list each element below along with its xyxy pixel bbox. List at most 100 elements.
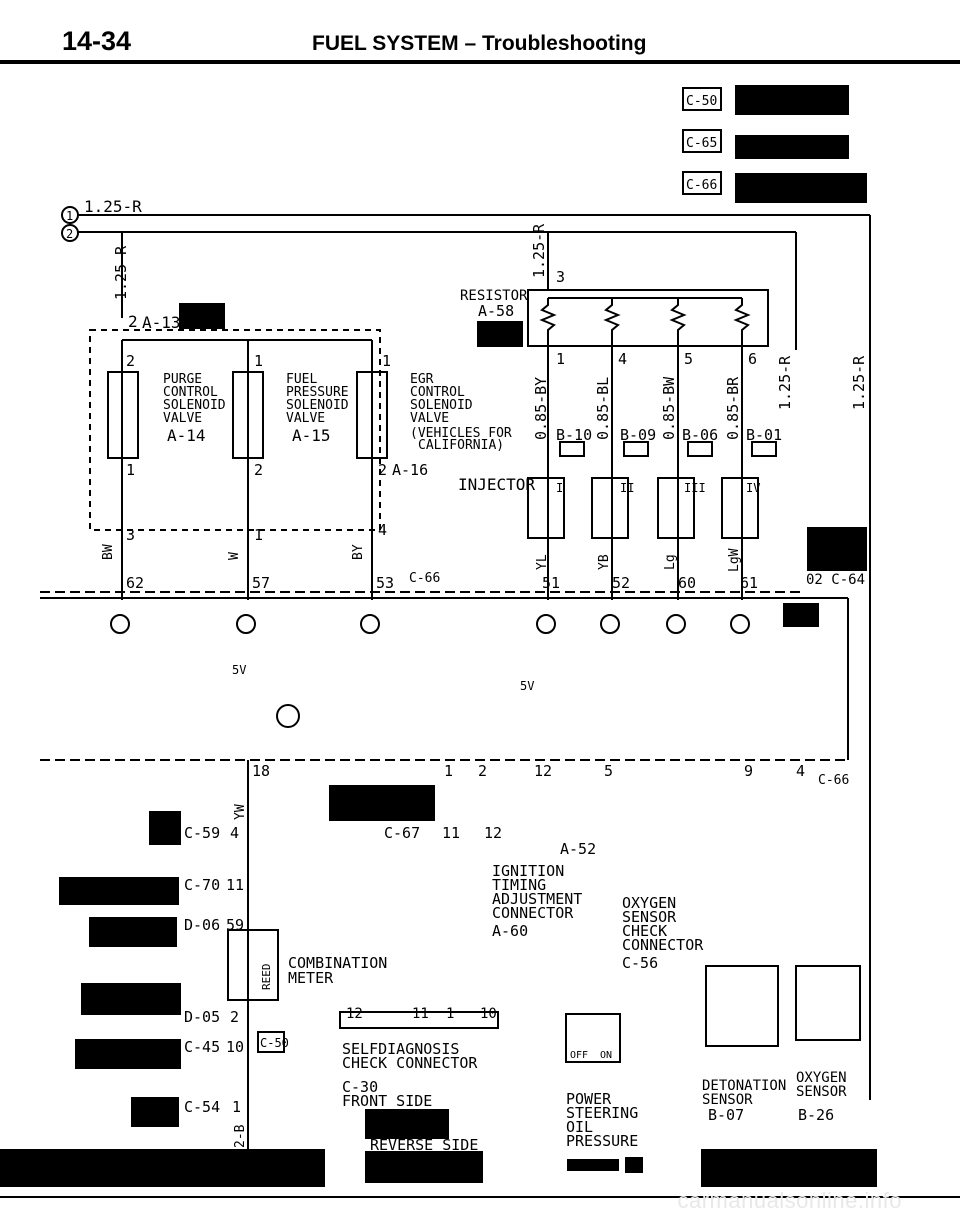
injector-label: INJECTOR xyxy=(458,475,535,494)
fuel-pin1: 1 xyxy=(254,352,263,370)
b10-label: B-10 xyxy=(556,426,592,444)
inj-roman-3: III xyxy=(684,481,706,495)
self-l1: SELFDIAGNOSIS xyxy=(342,1040,459,1058)
b09-label: B-09 xyxy=(620,426,656,444)
pin-a2: 2 xyxy=(128,312,138,331)
o2-l2: SENSOR xyxy=(796,1084,847,1100)
c65-top-label: C-65 xyxy=(686,136,717,151)
wire-125r-far: 1.25-R xyxy=(850,355,868,410)
ps-on: ON xyxy=(600,1050,612,1061)
d06-label: D-06 xyxy=(184,916,220,934)
circle-2 xyxy=(61,224,79,242)
power-source-box xyxy=(783,603,819,627)
purge-l3: SOLENOID xyxy=(163,398,226,413)
a52-label: A-52 xyxy=(560,840,596,858)
resistor-pin3: 3 xyxy=(556,268,565,286)
res-pin5: 5 xyxy=(684,350,693,368)
page-number: 14-34 xyxy=(62,26,132,56)
purge-pin3: 3 xyxy=(126,526,135,544)
wire-085by: 0.85-BY xyxy=(532,377,550,440)
circle-1-label: 1 xyxy=(66,209,73,223)
pin-12: 12 xyxy=(534,762,552,780)
ps-l2: STEERING xyxy=(566,1104,638,1122)
connector-c50-icon: C-50 xyxy=(682,85,849,115)
fuel-pin2: 2 xyxy=(254,461,263,479)
det-l2: SENSOR xyxy=(702,1092,753,1108)
wire-yw: YW xyxy=(233,804,248,820)
ign-l4: CONNECTOR xyxy=(492,904,574,922)
self-pin11: 11 xyxy=(412,1006,429,1022)
pin-5: 5 xyxy=(604,762,613,780)
wire-w: W xyxy=(227,552,242,560)
reverse-side-label: REVERSE SIDE xyxy=(370,1136,478,1154)
c59-label: C-59 xyxy=(184,824,220,842)
fuel-l1: FUEL xyxy=(286,372,317,387)
wire-lgw: LgW xyxy=(727,548,742,572)
transistor-symbol xyxy=(276,704,300,728)
b07-label: B-07 xyxy=(708,1106,744,1124)
res-pin1: 1 xyxy=(556,350,565,368)
pin-10: 10 xyxy=(226,1038,244,1056)
o2c-l2: SENSOR xyxy=(622,908,677,926)
wire-125r-left: 1.25-R xyxy=(112,245,130,300)
bottom-bar-left xyxy=(0,1149,325,1187)
wire-125r-right: 1.25-R xyxy=(776,355,794,410)
egr-coil xyxy=(356,371,388,459)
solenoid-group-outline xyxy=(89,329,381,531)
c45-label: C-45 xyxy=(184,1038,220,1056)
pin-62: 62 xyxy=(126,574,144,592)
inj-roman-2: II xyxy=(620,481,634,495)
self-pin10: 10 xyxy=(480,1006,497,1022)
ign-l2: TIMING xyxy=(492,876,546,894)
b01-label: B-01 xyxy=(746,426,782,444)
c67-connector xyxy=(329,785,435,821)
injector-3 xyxy=(657,477,695,539)
egr-l4: VALVE xyxy=(410,411,449,426)
c66-top-label: C-66 xyxy=(686,178,717,193)
pin-60: 60 xyxy=(678,574,696,592)
bottom-bar-mid xyxy=(365,1151,483,1183)
v5-label-b: 5V xyxy=(520,679,534,693)
pin-1b: 1 xyxy=(444,762,453,780)
c64-label: 02 C-64 xyxy=(806,572,865,588)
injector-2 xyxy=(591,477,629,539)
bottom-bar-right xyxy=(701,1149,877,1187)
wire-lg: Lg xyxy=(663,554,678,570)
ign-l3: ADJUSTMENT xyxy=(492,890,582,908)
self-pin12: 12 xyxy=(346,1006,363,1022)
c30-connector xyxy=(365,1109,449,1139)
connector-c65-icon: C-65 xyxy=(682,129,849,159)
injector-4 xyxy=(721,477,759,539)
c54-label: C-54 xyxy=(184,1098,220,1116)
wire-yb: YB xyxy=(597,554,612,570)
injector-1 xyxy=(527,477,565,539)
egr-pin1: 1 xyxy=(382,352,391,370)
ign-l1: IGNITION xyxy=(492,862,564,880)
o2c-l4: CONNECTOR xyxy=(622,936,704,954)
c67-label: C-67 xyxy=(384,824,420,842)
o2-l1: OXYGEN xyxy=(796,1070,847,1086)
ps-l3: OIL xyxy=(566,1118,593,1136)
a13-connector xyxy=(179,303,225,329)
c30-label: C-30 xyxy=(342,1078,378,1096)
wire-125r-mid: 1.25-R xyxy=(530,223,548,278)
circle-2-label: 2 xyxy=(66,227,73,241)
pin-4b: 4 xyxy=(796,762,805,780)
wire-085bw: 0.85-BW xyxy=(660,376,678,440)
inj-roman-1: I xyxy=(556,481,563,495)
c64-connector xyxy=(807,527,867,571)
self-diag-block xyxy=(339,1011,499,1029)
egr-pin4: 4 xyxy=(378,521,387,539)
b10-connector xyxy=(559,441,585,457)
c45-connector xyxy=(75,1039,181,1069)
egr-l2: CONTROL xyxy=(410,385,465,400)
egr-pin2: 2 xyxy=(378,461,387,479)
purge-coil xyxy=(107,371,139,459)
oxygen-sensor-box xyxy=(795,965,861,1041)
c54-pin: 1 xyxy=(232,1098,241,1116)
a14-label: A-14 xyxy=(167,426,206,445)
c59-connector xyxy=(149,811,181,845)
wire-bw: BW xyxy=(101,544,116,560)
main-wire-label: 1.25-R xyxy=(84,197,142,216)
